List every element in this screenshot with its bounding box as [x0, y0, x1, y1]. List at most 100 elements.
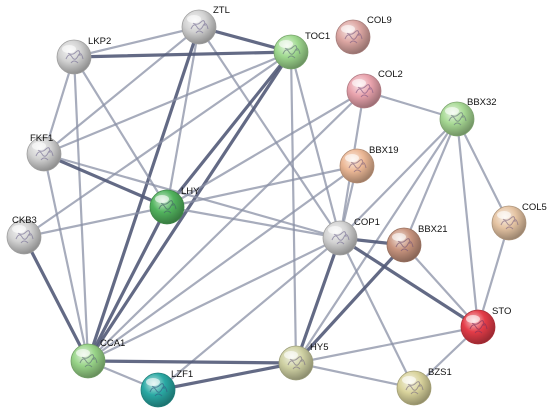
- edge-fkf1-cop1: [42, 152, 342, 240]
- node-hy5-highlight: [284, 351, 298, 359]
- node-fkf1[interactable]: FKF1: [26, 133, 62, 172]
- node-sto[interactable]: STO: [460, 306, 511, 345]
- protein-structure-icon: [287, 356, 306, 370]
- protein-structure-icon: [348, 159, 367, 173]
- node-lhy-sphere: [149, 189, 185, 225]
- edge-bbx19-lhy: [165, 164, 359, 209]
- edge-bbx21-hy5: [294, 243, 406, 365]
- node-lhy-label: LHY: [181, 186, 200, 197]
- node-lzf1-sphere: [140, 372, 176, 408]
- protein-structure-icon: [190, 20, 209, 34]
- edge-ztl-lhy: [165, 25, 201, 209]
- edge-ckb3-cca1: [22, 235, 90, 363]
- node-col2-label: COL2: [378, 69, 403, 80]
- node-bbx21[interactable]: BBX21: [386, 224, 448, 263]
- node-col2[interactable]: COL2: [346, 69, 403, 109]
- edge-lhy-cca1: [86, 205, 169, 363]
- node-lzf1[interactable]: LZF1: [140, 369, 193, 408]
- node-cop1[interactable]: COP1: [322, 217, 380, 256]
- node-hy5-label: HY5: [310, 342, 328, 353]
- node-hy5[interactable]: HY5: [278, 342, 328, 381]
- edge-lhy-cop1: [165, 205, 342, 240]
- node-cop1-highlight: [328, 226, 342, 234]
- node-ztl[interactable]: ZTL: [181, 5, 230, 45]
- node-cca1-highlight: [76, 349, 90, 357]
- node-sto-highlight: [466, 315, 480, 323]
- edge-hy5-bzs1: [294, 361, 416, 390]
- edge-ztl-lkp2: [72, 25, 201, 59]
- node-hy5-sphere: [278, 345, 314, 381]
- node-toc1-sphere: [273, 34, 309, 70]
- node-cca1[interactable]: CCA1: [70, 338, 125, 379]
- node-ztl-highlight: [187, 15, 201, 23]
- node-ckb3-label: CKB3: [12, 215, 37, 226]
- node-cop1-sphere: [322, 220, 358, 256]
- node-lhy-highlight: [155, 195, 169, 203]
- protein-structure-icon: [15, 230, 34, 244]
- node-bzs1-highlight: [402, 376, 416, 384]
- edge-bbx21-sto: [402, 243, 480, 329]
- edge-toc1-cop1: [289, 50, 342, 240]
- edge-ztl-cop1: [197, 25, 342, 240]
- edge-lkp2-lhy: [72, 55, 169, 209]
- node-bbx32[interactable]: BBX32: [439, 97, 497, 137]
- node-ckb3-highlight: [12, 225, 26, 233]
- node-bbx32-highlight: [445, 107, 459, 115]
- node-toc1-label: TOC1: [305, 31, 330, 42]
- edge-ztl-fkf1: [42, 25, 201, 156]
- node-ckb3[interactable]: CKB3: [6, 215, 42, 255]
- protein-structure-icon: [65, 50, 84, 64]
- node-fkf1-highlight: [32, 142, 46, 150]
- node-bzs1[interactable]: BZS1: [396, 367, 452, 406]
- node-bbx21-label: BBX21: [418, 224, 448, 235]
- edge-layer: [22, 25, 511, 392]
- edge-lkp2-cca1: [72, 55, 90, 363]
- edge-toc1-fkf1: [42, 50, 293, 156]
- node-bbx21-sphere: [386, 227, 422, 263]
- node-col9-label: COL9: [367, 15, 392, 26]
- node-col5-label: COL5: [522, 202, 547, 213]
- edge-bbx32-bbx21: [402, 117, 459, 247]
- protein-structure-icon: [331, 231, 350, 245]
- node-lzf1-highlight: [146, 378, 160, 386]
- node-lzf1-label: LZF1: [171, 369, 193, 380]
- node-toc1[interactable]: TOC1: [273, 31, 330, 70]
- protein-structure-icon: [149, 383, 168, 397]
- node-lkp2[interactable]: LKP2: [56, 36, 111, 75]
- edge-col2-cca1: [86, 89, 366, 363]
- protein-structure-icon: [344, 30, 363, 44]
- node-bzs1-label: BZS1: [428, 367, 452, 378]
- node-sto-label: STO: [492, 306, 511, 317]
- node-col5-sphere: [491, 205, 527, 241]
- edge-bbx32-cop1: [338, 117, 459, 240]
- edge-cop1-hy5: [294, 236, 342, 365]
- node-bbx19[interactable]: BBX19: [339, 145, 399, 184]
- node-bbx21-highlight: [392, 233, 406, 241]
- edge-toc1-hy5: [289, 50, 298, 365]
- edge-cop1-cca1: [86, 236, 342, 363]
- node-bbx19-highlight: [345, 154, 359, 162]
- edge-toc1-lhy: [165, 50, 293, 209]
- edge-col2-lhy: [165, 89, 366, 209]
- protein-structure-icon: [79, 354, 98, 368]
- protein-structure-icon: [282, 45, 301, 59]
- protein-structure-icon: [35, 147, 54, 161]
- protein-structure-icon: [500, 216, 519, 230]
- edge-bbx32-sto: [455, 117, 480, 329]
- edge-ckb3-lhy: [22, 205, 169, 239]
- protein-structure-icon: [395, 238, 414, 252]
- node-lhy[interactable]: LHY: [149, 186, 200, 225]
- edge-ztl-cca1: [86, 25, 201, 363]
- node-col5-highlight: [497, 211, 511, 219]
- node-cca1-sphere: [70, 343, 106, 379]
- node-col2-sphere: [346, 73, 382, 109]
- node-col5[interactable]: COL5: [491, 202, 547, 241]
- node-col9-highlight: [341, 25, 355, 33]
- edge-toc1-cca1: [86, 50, 293, 363]
- edge-toc1-lkp2: [72, 50, 293, 59]
- edge-cop1-lzf1: [156, 236, 342, 392]
- node-col9[interactable]: COL9: [335, 15, 392, 55]
- edge-cca1-hy5: [86, 359, 298, 365]
